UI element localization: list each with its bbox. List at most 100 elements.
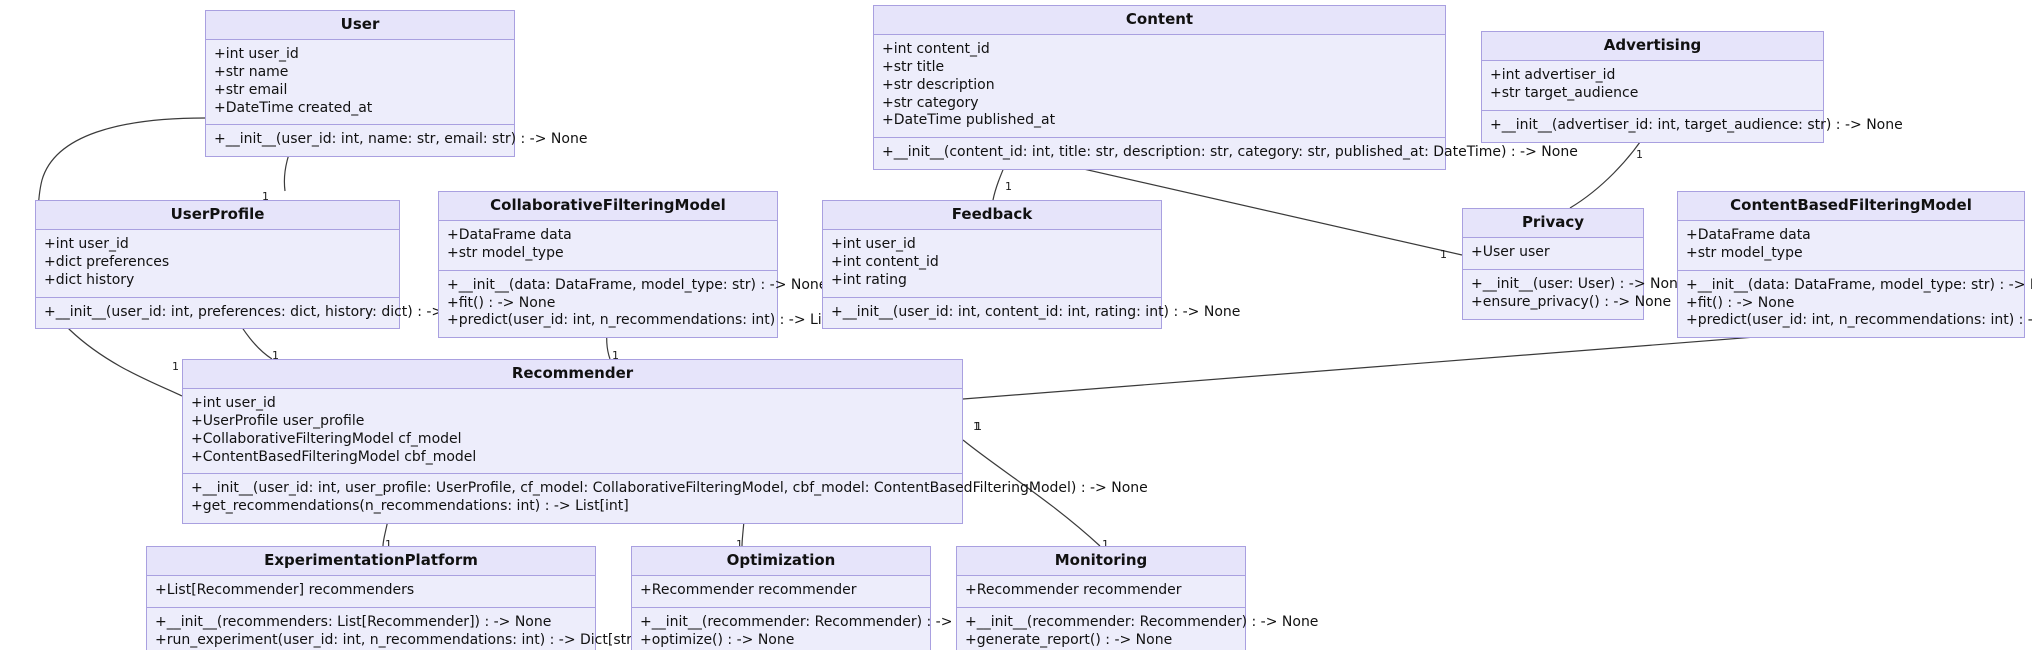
class-name-userprofile: UserProfile	[36, 201, 399, 231]
attribute-row: +User user	[1471, 244, 1550, 261]
attribute-row: +int rating	[831, 271, 907, 288]
attribute-row: +str model_type	[1686, 245, 1803, 262]
operation-compartment-cbfmodel: +__init__(data: DataFrame, model_type: s…	[1678, 271, 2032, 337]
operation-row: +__init__(content_id: int, title: str, d…	[882, 144, 1578, 161]
class-name-content: Content	[874, 6, 1445, 36]
class-name-advertising: Advertising	[1482, 32, 1823, 62]
operation-row: +__init__(data: DataFrame, model_type: s…	[1686, 276, 2032, 293]
class-name-experimentationplatform: ExperimentationPlatform	[147, 547, 595, 577]
attribute-compartment-cfmodel: +DataFrame data+str model_type	[439, 221, 777, 271]
attribute-compartment-optimization: +Recommender recommender	[632, 576, 930, 609]
attribute-compartment-feedback: +int user_id+int content_id+int rating	[823, 230, 1161, 298]
attribute-compartment-monitoring: +Recommender recommender	[957, 576, 1245, 609]
attribute-compartment-advertising: +int advertiser_id+str target_audience	[1482, 61, 1823, 111]
attribute-row: +int advertiser_id	[1490, 67, 1616, 84]
attribute-compartment-recommender: +int user_id+UserProfile user_profile+Co…	[183, 389, 962, 475]
operation-compartment-advertising: +__init__(advertiser_id: int, target_aud…	[1482, 111, 1903, 142]
attribute-row: +dict preferences	[44, 254, 170, 271]
multiplicity-label: 1	[975, 420, 982, 433]
operation-row: +__init__(data: DataFrame, model_type: s…	[447, 276, 828, 293]
attribute-row: +str category	[882, 94, 979, 111]
attribute-row: +UserProfile user_profile	[191, 413, 365, 430]
multiplicity-label: 1	[172, 360, 179, 373]
association-edge	[962, 329, 1846, 400]
attribute-row: +CollaborativeFilteringModel cf_model	[191, 430, 462, 447]
class-name-user: User	[206, 11, 514, 41]
operation-row: +ensure_privacy() : -> None	[1471, 293, 1672, 310]
operation-row: +predict(user_id: int, n_recommendations…	[1686, 312, 2032, 329]
attribute-row: +DataFrame data	[447, 227, 572, 244]
multiplicity-label: 1	[1102, 538, 1109, 551]
attribute-compartment-user: +int user_id+str name+str email+DateTime…	[206, 40, 514, 126]
class-name-cbfmodel: ContentBasedFilteringModel	[1678, 192, 2024, 222]
multiplicity-label: 1	[272, 349, 279, 362]
operation-compartment-privacy: +__init__(user: User) : -> None+ensure_p…	[1463, 270, 1687, 319]
attribute-row: +int content_id	[882, 41, 990, 58]
class-box-advertising[interactable]: Advertising+int advertiser_id+str target…	[1481, 31, 1903, 143]
class-box-feedback[interactable]: Feedback+int user_id+int content_id+int …	[822, 200, 1241, 330]
operation-row: +__init__(advertiser_id: int, target_aud…	[1490, 116, 1903, 133]
attribute-compartment-content: +int content_id+str title+str descriptio…	[874, 35, 1445, 139]
class-box-user[interactable]: User+int user_id+str name+str email+Date…	[205, 10, 588, 158]
attribute-row: +str email	[214, 81, 288, 98]
operation-row: +fit() : -> None	[447, 294, 556, 311]
class-box-experimentationplatform[interactable]: ExperimentationPlatform +List[Recommender…	[146, 546, 700, 650]
operation-compartment-feedback: +__init__(user_id: int, content_id: int,…	[823, 298, 1241, 329]
attribute-row: +int user_id	[191, 395, 276, 412]
operation-row: +optimize() : -> None	[640, 631, 795, 648]
class-box-userprofile[interactable]: UserProfile+int user_id+dict preferences…	[35, 200, 485, 330]
class-name-optimization: Optimization	[632, 547, 930, 577]
attribute-row: +str description	[882, 76, 995, 93]
class-name-recommender: Recommender	[183, 360, 962, 390]
attribute-row: +int content_id	[831, 254, 939, 271]
association-edge	[962, 439, 1101, 547]
class-box-monitoring[interactable]: Monitoring+Recommender recommender+__ini…	[956, 546, 1318, 650]
attribute-compartment-privacy: +User user	[1463, 238, 1643, 271]
attribute-row: +DataFrame data	[1686, 227, 1811, 244]
multiplicity-label: 1	[612, 349, 619, 362]
attribute-compartment-cbfmodel: +DataFrame data+str model_type	[1678, 221, 2024, 271]
operation-row: +fit() : -> None	[1686, 294, 1795, 311]
attribute-row: +DateTime created_at	[214, 99, 373, 116]
attribute-compartment-userprofile: +int user_id+dict preferences+dict histo…	[36, 230, 399, 298]
operation-compartment-cfmodel: +__init__(data: DataFrame, model_type: s…	[439, 271, 864, 337]
operation-row: +__init__(user: User) : -> None	[1471, 276, 1687, 293]
operation-row: +__init__(user_id: int, content_id: int,…	[831, 303, 1241, 320]
multiplicity-label: 1	[1636, 148, 1643, 161]
class-box-cfmodel[interactable]: CollaborativeFilteringModel+DataFrame da…	[438, 191, 864, 339]
attribute-row: +ContentBasedFilteringModel cbf_model	[191, 448, 477, 465]
attribute-row: +int user_id	[214, 46, 299, 63]
attribute-row: +str model_type	[447, 245, 564, 262]
multiplicity-label: 1	[262, 190, 269, 203]
multiplicity-label: 1	[385, 538, 392, 551]
operation-compartment-experimentationplatform: +__init__(recommenders: List[Recommender…	[147, 608, 700, 650]
class-name-privacy: Privacy	[1463, 209, 1643, 239]
attribute-row: +Recommender recommender	[965, 582, 1182, 599]
operation-compartment-userprofile: +__init__(user_id: int, preferences: dic…	[36, 298, 485, 329]
class-box-cbfmodel[interactable]: ContentBasedFilteringModel+DataFrame dat…	[1677, 191, 2032, 339]
attribute-compartment-experimentationplatform: +List[Recommender] recommenders	[147, 576, 595, 609]
attribute-row: +str title	[882, 59, 945, 76]
multiplicity-label: 1	[973, 420, 980, 433]
multiplicity-label: 1	[1440, 248, 1447, 261]
operation-compartment-recommender: +__init__(user_id: int, user_profile: Us…	[183, 474, 1148, 523]
multiplicity-label: 1	[736, 538, 743, 551]
class-name-cfmodel: CollaborativeFilteringModel	[439, 192, 777, 222]
operation-row: +get_recommendations(n_recommendations: …	[191, 498, 629, 515]
attribute-row: +int user_id	[44, 236, 129, 253]
class-box-content[interactable]: Content+int content_id+str title+str des…	[873, 5, 1578, 170]
operation-row: +__init__(user_id: int, name: str, email…	[214, 131, 588, 148]
operation-row: +__init__(user_id: int, preferences: dic…	[44, 303, 485, 320]
class-box-recommender[interactable]: Recommender+int user_id+UserProfile user…	[182, 359, 1148, 524]
attribute-row: +List[Recommender] recommenders	[155, 582, 415, 599]
class-box-optimization[interactable]: Optimization +Recommender recommender +__i…	[631, 546, 994, 650]
attribute-row: +str name	[214, 64, 289, 81]
operation-row: +__init__(recommender: Recommender) : ->…	[640, 614, 994, 631]
operation-compartment-monitoring: +__init__(recommender: Recommender) : ->…	[957, 608, 1318, 650]
class-box-privacy[interactable]: Privacy +User user +__init__(user: User) :…	[1462, 208, 1687, 320]
attribute-row: +str target_audience	[1490, 85, 1639, 102]
multiplicity-label: 1	[1005, 180, 1012, 193]
operation-compartment-user: +__init__(user_id: int, name: str, email…	[206, 125, 588, 156]
operation-compartment-optimization: +__init__(recommender: Recommender) : ->…	[632, 608, 994, 650]
attribute-row: +Recommender recommender	[640, 582, 857, 599]
